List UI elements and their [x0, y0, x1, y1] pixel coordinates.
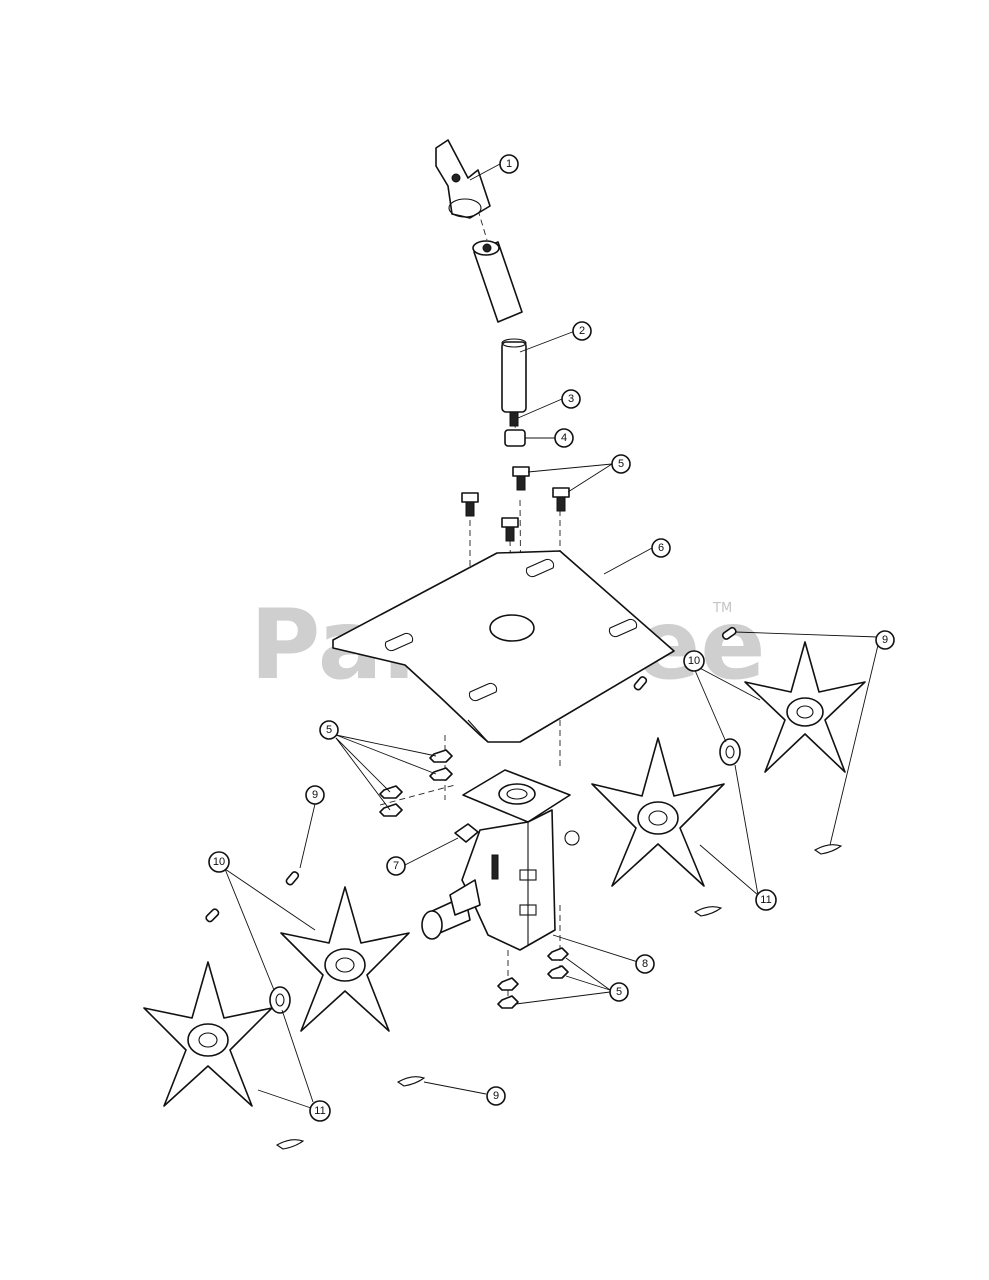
callout-5-middle: 5: [319, 720, 339, 740]
bolt: [552, 487, 570, 512]
svg-text:10: 10: [688, 655, 700, 667]
clevis-pin: [721, 626, 737, 640]
svg-text:9: 9: [882, 634, 888, 646]
tine-assembly-left-outer: [143, 961, 273, 1107]
svg-text:5: 5: [326, 724, 332, 736]
part-1-clevis-fitting: [435, 139, 491, 219]
clevis-pin: [285, 871, 300, 886]
part-6-mounting-plate: [332, 550, 675, 743]
hairpin-clip: [275, 1139, 305, 1150]
part-3-set-screw: [509, 411, 519, 427]
svg-text:3: 3: [568, 393, 574, 405]
svg-text:11: 11: [760, 894, 771, 906]
part-9-pins-and-clips: [205, 626, 843, 1150]
callout-11-left: 11: [309, 1100, 331, 1122]
callout-11-right: 11: [755, 889, 777, 911]
svg-text:9: 9: [493, 1090, 499, 1102]
leader-lines: [224, 163, 879, 1109]
clevis-pin: [205, 908, 220, 923]
callout-3: 3: [561, 389, 581, 409]
callout-10-right: 10: [683, 650, 705, 672]
callout-6: 6: [651, 538, 671, 558]
svg-text:11: 11: [314, 1105, 325, 1117]
tine-assembly-right-inner: [591, 737, 725, 887]
hairpin-clip: [693, 906, 723, 917]
svg-text:4: 4: [561, 432, 567, 444]
bolt: [501, 517, 519, 542]
part-5-bolts-upper: [461, 466, 570, 542]
part-10-washers: [269, 738, 741, 1014]
callout-9-lower: 9: [486, 1086, 506, 1106]
part-5-nuts-middle: [379, 749, 453, 817]
svg-text:5: 5: [616, 986, 622, 998]
part-8-gearbox: [421, 769, 580, 951]
svg-text:2: 2: [579, 325, 585, 337]
tine-assembly-right-outer: [744, 641, 866, 773]
part-4-collar: [504, 429, 526, 447]
watermark-trademark: TM: [712, 601, 732, 616]
svg-text:5: 5: [618, 458, 624, 470]
callout-9-left: 9: [305, 785, 325, 805]
bolt: [461, 492, 479, 517]
svg-text:1: 1: [506, 158, 512, 170]
part-7-breather: [454, 823, 479, 843]
hairpin-clip: [396, 1076, 426, 1087]
part-upper-tube: [472, 240, 523, 323]
callout-10-left: 10: [208, 851, 230, 873]
svg-text:9: 9: [312, 789, 318, 801]
hairpin-clip: [813, 844, 843, 855]
bolt: [512, 466, 530, 491]
callout-9-right: 9: [875, 630, 895, 650]
clevis-pin: [633, 676, 648, 691]
svg-text:8: 8: [642, 958, 648, 970]
svg-text:7: 7: [393, 860, 399, 872]
svg-text:10: 10: [213, 856, 225, 868]
callout-5-upper: 5: [611, 454, 631, 474]
callout-4: 4: [554, 428, 574, 448]
callout-5-lower: 5: [609, 982, 629, 1002]
callout-1: 1: [499, 154, 519, 174]
part-5-nuts-lower: [497, 947, 569, 1009]
part-2-shaft: [501, 338, 527, 413]
callout-2: 2: [572, 321, 592, 341]
tine-assembly-left-inner: [280, 886, 410, 1032]
svg-text:6: 6: [658, 542, 664, 554]
callout-8: 8: [635, 954, 655, 974]
callout-7: 7: [386, 856, 406, 876]
